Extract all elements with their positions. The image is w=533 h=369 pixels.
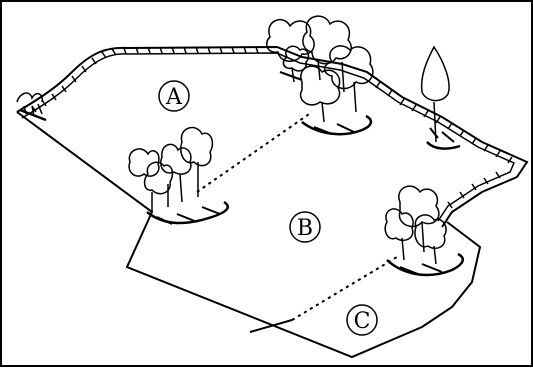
zone-marker-c-circle <box>346 304 378 336</box>
hedge-boundary <box>16 45 529 228</box>
shrub-left <box>16 92 47 122</box>
zone-label-c: C <box>354 309 371 334</box>
zone-label-b: B <box>297 216 313 241</box>
divider-a-b <box>196 111 313 193</box>
zone-marker-a: A <box>158 80 190 112</box>
zone-marker-b: B <box>289 211 321 243</box>
tree-cluster-center-left <box>128 126 229 225</box>
zone-label-a: A <box>165 85 183 110</box>
divider-b-c <box>291 256 398 321</box>
zone-marker-c: C <box>346 304 378 336</box>
tree-cluster-lower-right <box>384 185 465 277</box>
zone-marker-a-circle <box>158 80 190 112</box>
tree-cluster-top-center <box>265 15 374 136</box>
zone-marker-b-circle <box>289 211 321 243</box>
tree-conifer-right <box>420 45 461 150</box>
land-boundary-left-notch <box>249 319 293 333</box>
land-boundary <box>16 111 482 359</box>
